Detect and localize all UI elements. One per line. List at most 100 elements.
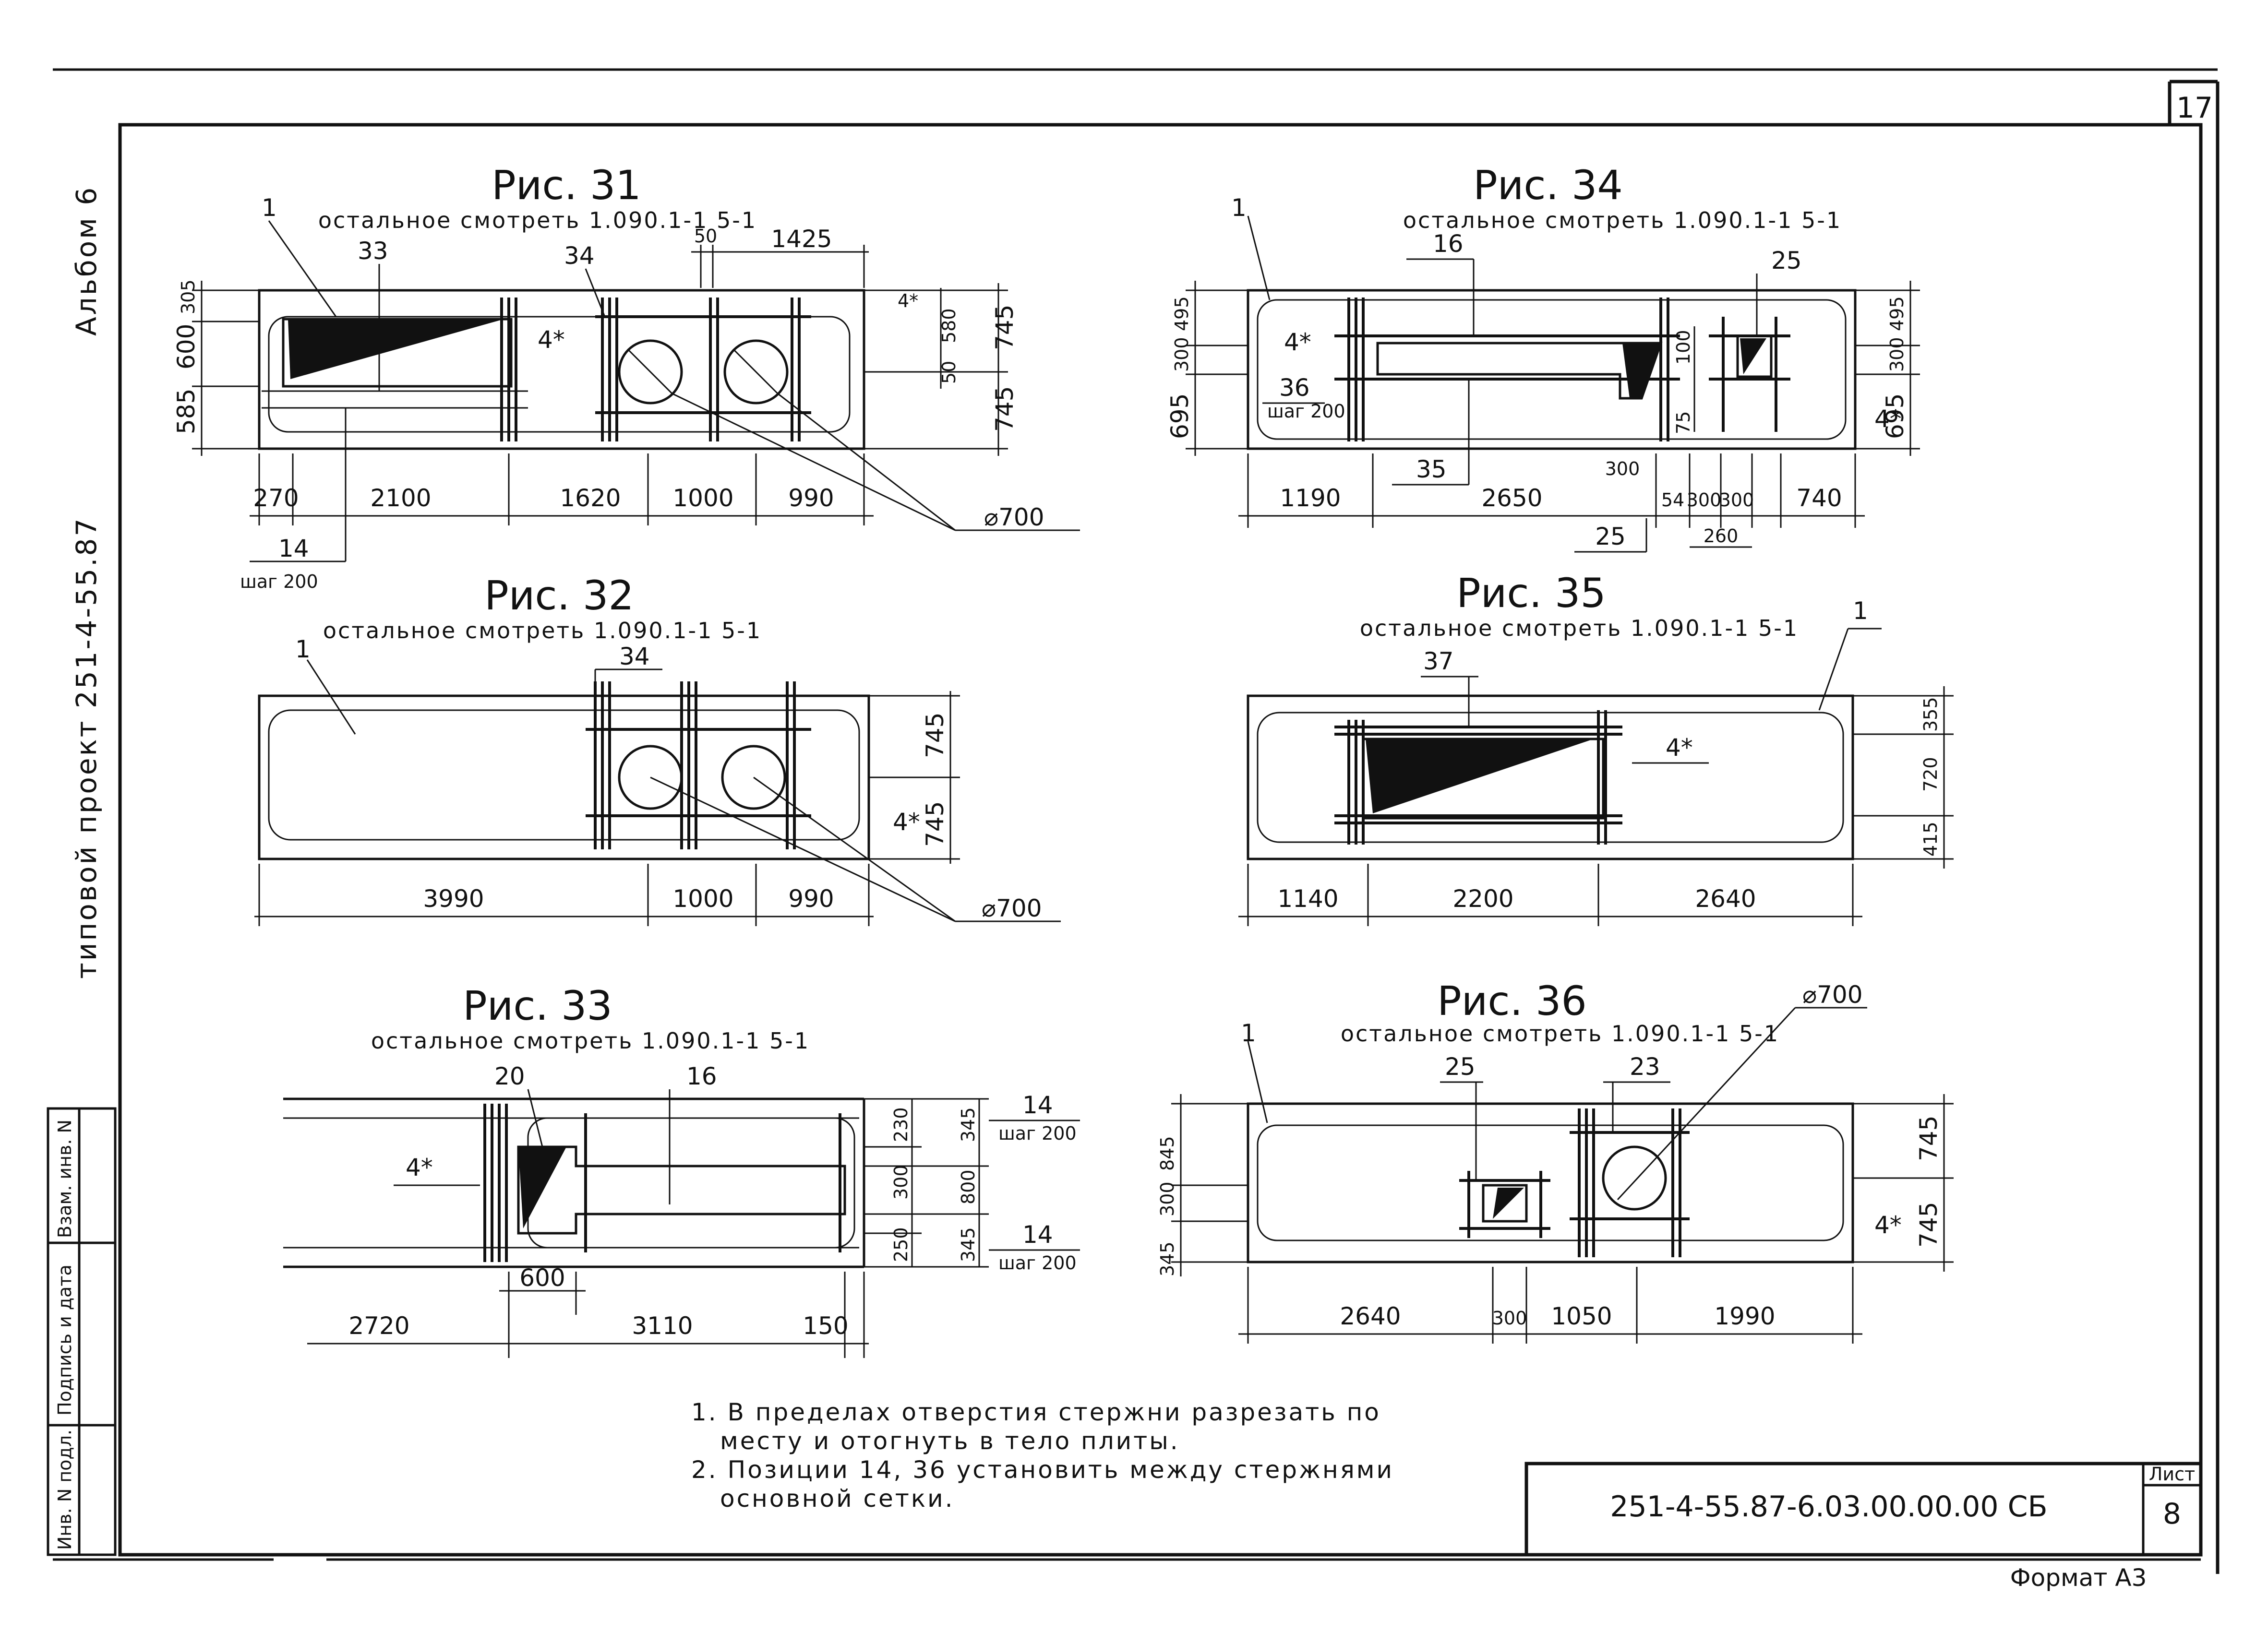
fig36-slab [1247,1102,1854,1263]
fig34-pos-4-right: 4* [1874,405,1902,433]
fig31-pos-4: 4* [538,326,565,354]
fig31-dim-305: 305 [178,279,199,314]
title-block: 251-4-55.87-6.03.00.00.00 СБ Лист 8 Форм… [1524,1462,2203,1592]
fig32-dim-745-top: 745 [921,713,949,758]
fig36-pos-25: 25 [1445,1053,1476,1081]
fig31-hole-2 [723,339,789,405]
fig34-pos-35: 35 [1416,455,1447,483]
fig31-pos-4-right: 4* [898,290,918,311]
fig35-ref: остальное смотреть 1.090.1-1 5-1 [1360,615,1799,641]
fig33-step-top: шаг 200 [998,1123,1077,1144]
fig35-pos-4: 4* [1666,734,1693,762]
fig35-title: Рис. 35 [1456,570,1606,617]
fig33-title: Рис. 33 [463,982,612,1029]
fig36-dim-345: 345 [1157,1241,1178,1276]
fig36-dim-745-top: 745 [1915,1116,1943,1161]
fig32-dim-1000: 1000 [672,885,733,913]
fig36-dim-745-bottom: 745 [1915,1202,1943,1248]
fig34-dim-54: 54 [1661,489,1684,511]
fig33-pos-4: 4* [406,1154,433,1181]
general-notes: 1. В пределах отверстия стержни разрезат… [691,1398,1392,1513]
fig33-dim-300: 300 [890,1165,912,1200]
fig33-step-bottom: шаг 200 [998,1252,1077,1274]
fig33-dim-800: 800 [958,1169,979,1204]
fig31-dim-1000: 1000 [672,484,733,512]
fig32-dim-990: 990 [788,885,834,913]
sheet-label: Лист [2149,1464,2195,1485]
fig31-ref: остальное смотреть 1.090.1-1 5-1 [318,207,757,233]
fig31-hole-1 [618,339,683,405]
fig31-dim-2100: 2100 [370,484,431,512]
fig34-dim-300-left: 300 [1171,337,1192,372]
fig36-dim-2640: 2640 [1340,1302,1401,1330]
fig34-dim-2650: 2650 [1481,484,1542,512]
fig31-dim-1425: 1425 [771,225,832,253]
fig34-dim-1190: 1190 [1280,484,1341,512]
fig35-dim-1140: 1140 [1277,885,1338,913]
fig33-dim-345-bottom: 345 [958,1227,979,1262]
figure-32: Рис. 32 остальное смотреть 1.090.1-1 5-1… [254,572,1061,926]
album-label: Альбом 6 [70,186,103,336]
fig36-pos-1: 1 [1241,1019,1256,1047]
fig36-hole [1602,1145,1667,1211]
fig33-dim-150: 150 [803,1312,848,1340]
fig32-ref: остальное смотреть 1.090.1-1 5-1 [323,618,762,643]
fig33-pos-20: 20 [494,1062,525,1090]
sheet-frame: 17 [53,68,2220,1574]
stamp-podpis: Подпись и дата [54,1264,75,1416]
note-line-2: месту и отогнуть в тело плиты. [720,1427,1180,1455]
fig34-dim-495-left: 495 [1171,296,1192,331]
fig33-dim-3110: 3110 [632,1312,693,1340]
page-number: 17 [2176,91,2213,125]
format-label: Формат А3 [2010,1564,2147,1592]
fig35-slab [1247,694,1854,860]
fig31-title: Рис. 31 [492,162,641,209]
side-labels: Альбом 6 типовой проект 251-4-55.87 [70,186,103,979]
stamp-vzam: Взам. инв. N [54,1120,75,1238]
figure-33: Рис. 33 остальное смотреть 1.090.1-1 5-1… [283,982,1080,1358]
fig34-dim-25: 25 [1595,523,1626,550]
fig31-dim-580: 580 [938,308,960,343]
inventory-stamp: Инв. N подл. Подпись и дата Взам. инв. N [47,1107,117,1556]
fig33-pos-14-top: 14 [1022,1091,1053,1119]
fig34-title: Рис. 34 [1473,162,1623,209]
fig31-dim-585: 585 [172,389,200,434]
stamp-inv-podl: Инв. N подл. [54,1430,75,1550]
fig32-pos-34: 34 [619,643,650,670]
fig32-slab [258,694,870,860]
fig34-pos-16: 16 [1433,230,1464,258]
fig34-dim-695-right: 695 [1881,393,1909,439]
fig31-hole-dia: ⌀700 [984,503,1044,531]
fig32-title: Рис. 32 [484,572,634,619]
fig33-dim-2720: 2720 [348,1312,409,1340]
fig33-dim-230: 230 [890,1107,912,1142]
fig36-title: Рис. 36 [1437,977,1587,1025]
fig34-dim-300-a: 300 [1605,458,1640,479]
fig34-dim-100: 100 [1673,330,1694,365]
fig34-pos-1: 1 [1231,194,1247,222]
fig35-pos-1: 1 [1853,597,1868,625]
fig31-dim-745-bottom: 745 [991,386,1019,432]
fig34-dim-260: 260 [1704,525,1739,547]
fig35-pos-37: 37 [1423,647,1454,675]
fig32-hole-dia: ⌀700 [982,894,1042,922]
fig34-dim-300-b: 300 [1687,489,1722,511]
fig34-dim-740: 740 [1796,484,1842,512]
fig36-dim-1990: 1990 [1714,1302,1775,1330]
fig32-hole-2 [721,745,786,810]
fig31-dim-50-right: 50 [938,361,960,384]
fig35-dim-415: 415 [1920,822,1941,857]
fig31-dim-600: 600 [172,324,200,369]
note-line-1: 1. В пределах отверстия стержни разрезат… [691,1398,1381,1426]
fig34-dim-495-right: 495 [1886,296,1908,331]
fig32-pos-1: 1 [295,635,311,663]
fig36-dim-300: 300 [1492,1308,1527,1329]
fig33-dim-600: 600 [519,1264,565,1292]
sheet-number: 8 [2163,1497,2181,1531]
figure-34: Рис. 34 остальное смотреть 1.090.1-1 5-1… [1166,162,1920,553]
fig36-dim-1050: 1050 [1551,1302,1612,1330]
fig34-dim-300-right: 300 [1886,337,1908,372]
fig31-pos-14: 14 [278,535,309,562]
fig32-dim-3990: 3990 [423,885,484,913]
fig36-dim-845: 845 [1157,1136,1178,1171]
